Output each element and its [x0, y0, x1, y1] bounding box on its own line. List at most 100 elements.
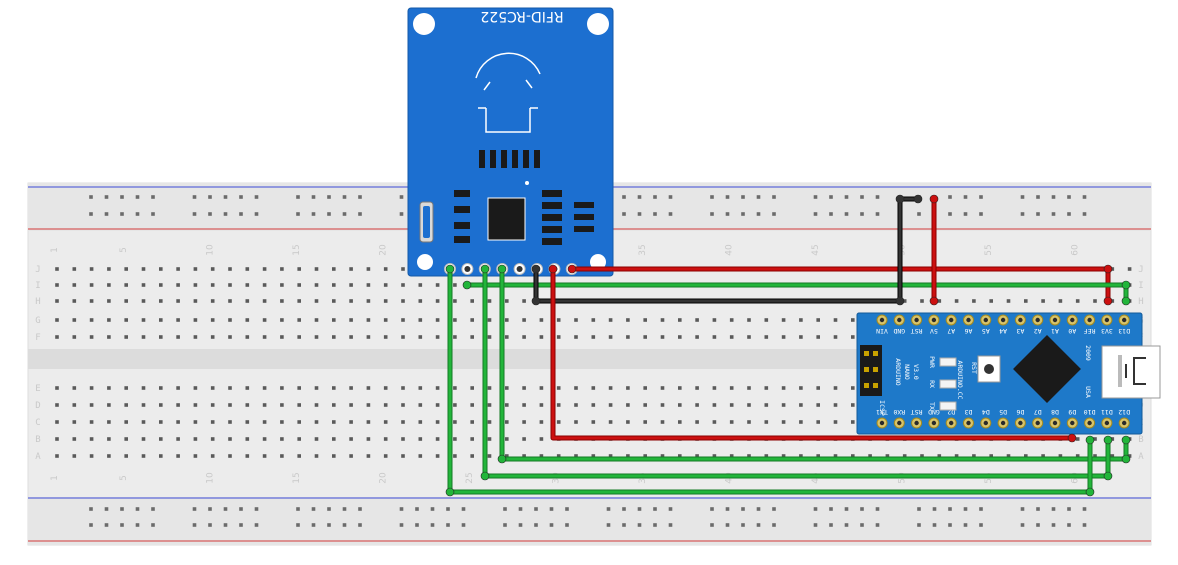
- rail-hole: [756, 212, 761, 216]
- terminal-hole: [383, 386, 388, 390]
- terminal-hole: [383, 420, 388, 424]
- row-letter-label: H: [35, 297, 40, 307]
- terminal-hole: [383, 267, 388, 271]
- row-letter-label: E: [35, 384, 40, 394]
- terminal-hole: [1110, 454, 1115, 458]
- terminal-hole: [124, 403, 128, 407]
- rail-hole: [342, 195, 347, 199]
- rail-hole: [741, 507, 745, 511]
- terminal-hole: [401, 454, 405, 458]
- rail-hole: [239, 523, 243, 527]
- wire-end: [462, 280, 472, 290]
- terminal-hole: [193, 267, 198, 271]
- terminal-hole: [418, 299, 423, 303]
- rail-hole: [327, 523, 331, 527]
- rail-hole: [948, 507, 952, 511]
- terminal-hole: [435, 299, 440, 303]
- rail-hole: [192, 195, 197, 199]
- terminal-hole: [314, 403, 319, 407]
- terminal-hole: [55, 386, 59, 390]
- usb-icon: [1125, 357, 1146, 385]
- terminal-hole: [591, 318, 596, 322]
- rail-hole: [534, 507, 538, 511]
- terminal-hole: [314, 318, 319, 322]
- terminal-hole: [193, 318, 198, 322]
- rail-hole: [1067, 195, 1071, 199]
- rail-hole: [549, 507, 554, 511]
- terminal-hole: [505, 386, 509, 390]
- nano-pin-label: A0: [1068, 327, 1076, 335]
- rail-hole: [151, 212, 155, 216]
- terminal-hole: [574, 318, 578, 322]
- terminal-hole: [712, 403, 717, 407]
- terminal-hole: [55, 454, 59, 458]
- terminal-hole: [747, 420, 751, 424]
- rail-hole: [296, 523, 300, 527]
- board-name: ARDUINO: [894, 358, 902, 385]
- rail-hole: [875, 195, 880, 199]
- terminal-hole: [332, 318, 336, 322]
- terminal-hole: [72, 267, 77, 271]
- nano-pin-hole: [966, 317, 971, 323]
- nano-pin-label: D13: [1118, 327, 1130, 335]
- terminal-hole: [366, 267, 371, 271]
- terminal-hole: [747, 403, 751, 407]
- terminal-hole: [262, 267, 267, 271]
- rail-hole: [860, 212, 864, 216]
- terminal-hole: [176, 335, 180, 339]
- rail-hole: [829, 212, 833, 216]
- terminal-hole: [712, 420, 717, 424]
- rail-hole: [932, 507, 937, 511]
- rail-hole: [430, 523, 435, 527]
- terminal-hole: [159, 299, 163, 303]
- rail-hole: [446, 523, 450, 527]
- rail-hole: [415, 523, 419, 527]
- terminal-hole: [816, 454, 820, 458]
- terminal-hole: [124, 437, 128, 441]
- rail-hole: [756, 195, 761, 199]
- nano-pin-hole: [1000, 420, 1006, 426]
- terminal-hole: [851, 386, 855, 390]
- terminal-hole: [816, 403, 820, 407]
- terminal-hole: [228, 335, 232, 339]
- terminal-hole: [954, 299, 959, 303]
- terminal-hole: [833, 420, 838, 424]
- rail-hole: [875, 212, 880, 216]
- terminal-hole: [176, 454, 180, 458]
- terminal-hole: [280, 437, 284, 441]
- rail-hole: [1082, 523, 1087, 527]
- usb-connector: [1101, 345, 1161, 399]
- terminal-hole: [193, 335, 198, 339]
- led-pwr-label: PWR: [928, 356, 936, 368]
- terminal-hole: [1110, 437, 1115, 441]
- rail-hole: [1051, 523, 1056, 527]
- rail-hole: [979, 523, 983, 527]
- rail-hole: [503, 523, 507, 527]
- terminal-hole: [643, 403, 647, 407]
- terminal-hole: [989, 299, 993, 303]
- terminal-hole: [383, 335, 388, 339]
- terminal-hole: [1024, 454, 1028, 458]
- terminal-hole: [141, 283, 146, 287]
- rail-hole: [1051, 507, 1056, 511]
- led-rx-label: RX: [928, 380, 936, 388]
- rail-hole: [963, 523, 968, 527]
- terminal-hole: [245, 403, 250, 407]
- wire-end-caps: [445, 194, 1131, 497]
- terminal-hole: [280, 318, 284, 322]
- terminal-hole: [1058, 454, 1063, 458]
- terminal-hole: [228, 454, 232, 458]
- led-pwr: [939, 357, 957, 367]
- rail-hole: [358, 195, 362, 199]
- terminal-hole: [107, 437, 111, 441]
- rail-hole: [741, 523, 745, 527]
- wire-end: [531, 264, 541, 274]
- terminal-hole: [902, 299, 907, 303]
- rail-hole: [192, 212, 197, 216]
- wire-end: [1103, 435, 1113, 445]
- wire-end: [1121, 454, 1131, 464]
- red-wire-rst: [550, 266, 1075, 441]
- nano-pin-label: D4: [982, 408, 990, 416]
- terminal-hole: [781, 454, 786, 458]
- terminal-hole: [297, 420, 301, 424]
